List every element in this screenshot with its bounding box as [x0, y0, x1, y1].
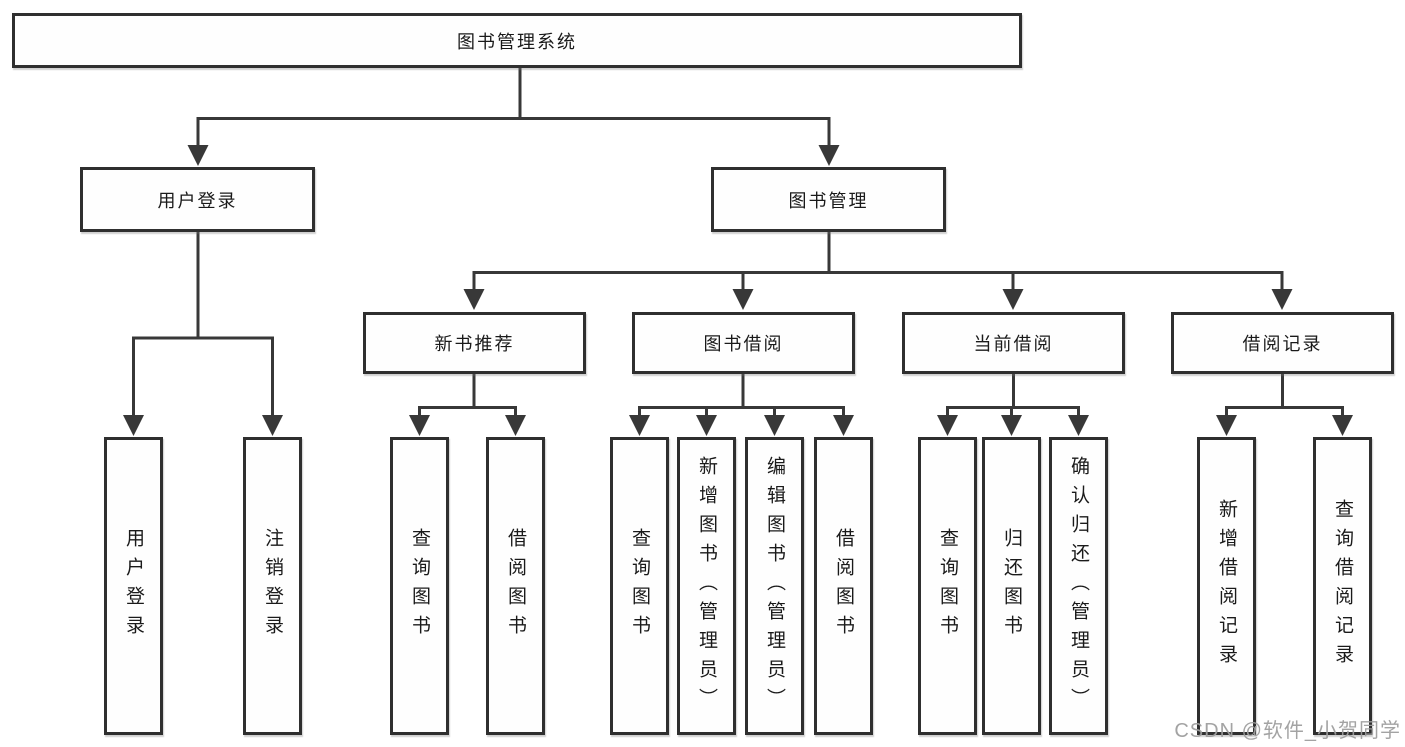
leaf-edit-books-admin-label: 编辑图书（管理员） [764, 455, 785, 717]
leaf-query-books: 查询图书 [610, 437, 669, 735]
csdn-watermark: CSDN @软件_小贺同学 [1174, 720, 1401, 742]
leaf-add-books-admin-label: 新增图书（管理员） [696, 455, 717, 717]
leaf-add-borrow-record: 新增借阅记录 [1197, 437, 1256, 735]
leaf-query-books-recommend-label: 查询图书 [409, 528, 430, 644]
leaf-query-books-label: 查询图书 [629, 528, 650, 644]
leaf-add-borrow-record-label: 新增借阅记录 [1216, 499, 1237, 673]
node-book-borrow: 图书借阅 [632, 312, 855, 374]
leaf-query-books-current-label: 查询图书 [937, 528, 958, 644]
leaf-user-login-label: 用户登录 [123, 528, 144, 644]
node-root-system: 图书管理系统 [12, 13, 1022, 68]
leaf-user-login: 用户登录 [104, 437, 163, 735]
tree-edges [132, 68, 1344, 423]
leaf-borrow-books-label: 借阅图书 [833, 528, 854, 644]
arrowheads [123, 145, 1353, 436]
leaf-confirm-return-admin-label: 确认归还（管理员） [1068, 455, 1089, 717]
leaf-borrow-books: 借阅图书 [814, 437, 873, 735]
leaf-add-books-admin: 新增图书（管理员） [677, 437, 736, 735]
leaf-query-books-recommend: 查询图书 [390, 437, 449, 735]
node-new-book-recommend: 新书推荐 [363, 312, 586, 374]
leaf-edit-books-admin: 编辑图书（管理员） [745, 437, 804, 735]
leaf-borrow-books-recommend-label: 借阅图书 [505, 528, 526, 644]
leaf-return-books-label: 归还图书 [1001, 528, 1022, 644]
node-book-borrow-label: 图书借阅 [703, 334, 784, 354]
node-new-book-recommend-label: 新书推荐 [434, 334, 515, 354]
leaf-logout-label: 注销登录 [262, 528, 283, 644]
leaf-return-books: 归还图书 [982, 437, 1041, 735]
node-book-management-label: 图书管理 [788, 190, 869, 211]
leaf-query-books-current: 查询图书 [918, 437, 977, 735]
node-borrow-records-label: 借阅记录 [1242, 334, 1323, 354]
leaf-logout: 注销登录 [243, 437, 302, 735]
leaf-query-borrow-record: 查询借阅记录 [1313, 437, 1372, 735]
leaf-query-borrow-record-label: 查询借阅记录 [1332, 499, 1353, 673]
node-book-management: 图书管理 [711, 167, 946, 232]
leaf-confirm-return-admin: 确认归还（管理员） [1049, 437, 1108, 735]
node-current-borrow: 当前借阅 [902, 312, 1125, 374]
node-user-login: 用户登录 [80, 167, 315, 232]
leaf-borrow-books-recommend: 借阅图书 [486, 437, 545, 735]
node-borrow-records: 借阅记录 [1171, 312, 1394, 374]
node-user-login-label: 用户登录 [157, 190, 238, 211]
node-root-label: 图书管理系统 [457, 31, 577, 52]
node-current-borrow-label: 当前借阅 [973, 334, 1054, 354]
